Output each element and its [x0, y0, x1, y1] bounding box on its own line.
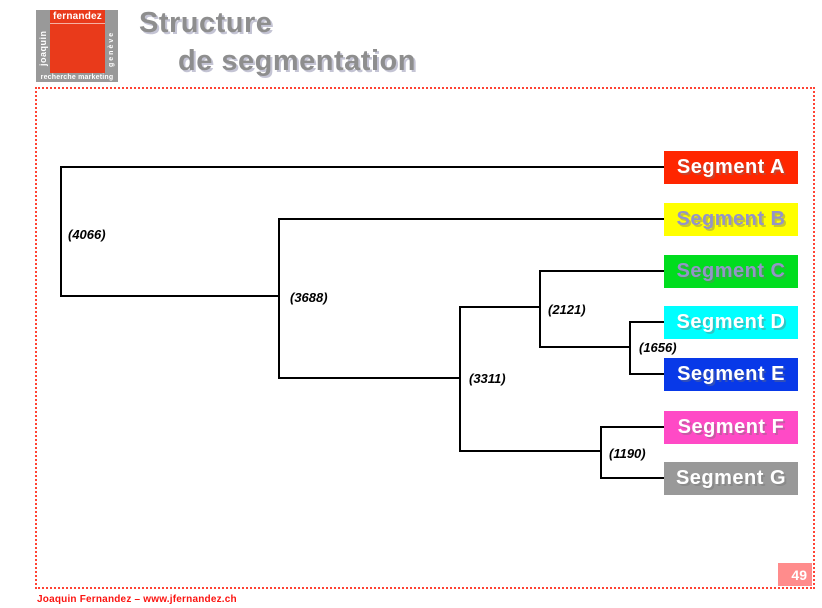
page-title-line1: Structure	[139, 7, 273, 39]
cluster-node-label-1190: (1190)	[609, 446, 646, 461]
segment-c-box: Segment C	[664, 255, 798, 288]
segment-d-box: Segment D	[664, 306, 798, 339]
segment-e-box: Segment E	[664, 358, 798, 391]
segment-b-box: Segment B	[664, 203, 798, 236]
logo-right-top-block	[105, 10, 118, 24]
cluster-node-label-1656: (1656)	[639, 340, 677, 355]
page-title-line2: de segmentation	[178, 45, 416, 77]
logo-recherche-marketing-text: recherche marketing	[36, 73, 118, 82]
page-number-badge: 49	[778, 563, 812, 586]
segment-f-box: Segment F	[664, 411, 798, 444]
cluster-node-label-3311: (3311)	[469, 371, 506, 386]
logo-red-body	[50, 24, 105, 73]
content-frame	[35, 87, 815, 589]
logo-fernandez-text: fernandez	[50, 10, 105, 24]
segment-g-box: Segment G	[664, 462, 798, 495]
cluster-node-label-4066: (4066)	[68, 227, 106, 242]
cluster-node-label-2121: (2121)	[548, 302, 586, 317]
segment-a-box: Segment A	[664, 151, 798, 184]
company-logo: fernandez joaquin genève recherche marke…	[36, 10, 118, 82]
cluster-node-label-3688: (3688)	[290, 290, 328, 305]
logo-corner-block	[36, 10, 50, 24]
footer-credit: Joaquin Fernandez – www.jfernandez.ch	[37, 594, 237, 605]
